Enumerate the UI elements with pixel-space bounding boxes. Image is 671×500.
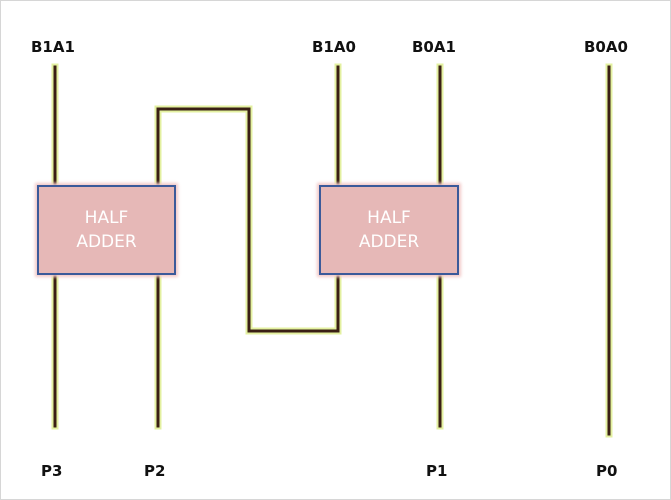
output-label-p0: P0 bbox=[596, 462, 618, 480]
half-adder-right: HALF ADDER bbox=[319, 185, 459, 275]
input-label-b1a0: B1A0 bbox=[312, 38, 356, 56]
half-adder-right-line2: ADDER bbox=[358, 232, 420, 252]
output-label-p3: P3 bbox=[41, 462, 63, 480]
half-adder-left-line1: HALF bbox=[84, 208, 129, 228]
output-label-p2: P2 bbox=[144, 462, 166, 480]
input-label-b1a1: B1A1 bbox=[31, 38, 75, 56]
wire-p2-carry-core bbox=[156, 107, 340, 333]
half-adder-left-line2: ADDER bbox=[76, 232, 137, 252]
input-label-b0a1: B0A1 bbox=[412, 38, 456, 56]
half-adder-right-line1: HALF bbox=[367, 208, 411, 228]
half-adder-left: HALF ADDER bbox=[37, 185, 176, 275]
input-label-b0a0: B0A0 bbox=[584, 38, 628, 56]
output-label-p1: P1 bbox=[426, 462, 448, 480]
